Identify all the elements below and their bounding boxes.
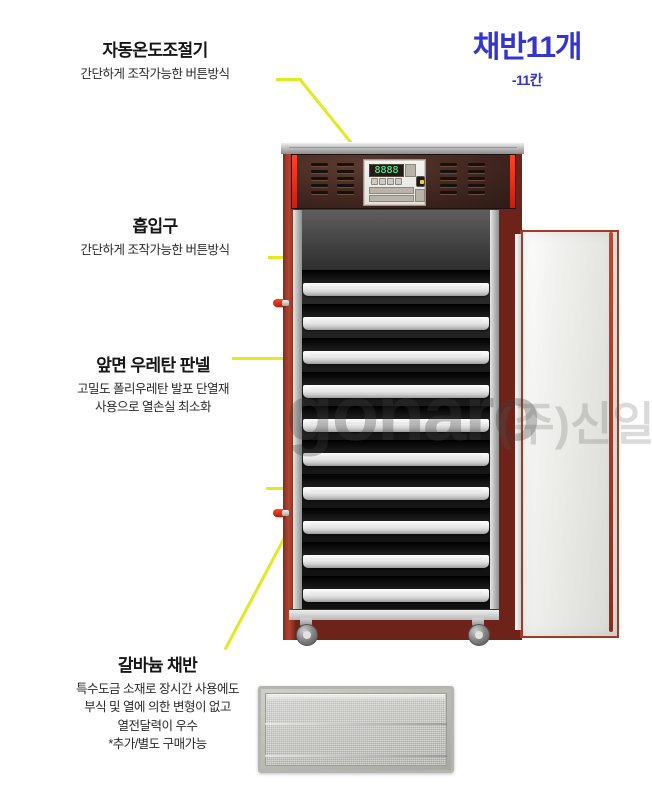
vent-slot — [337, 177, 354, 180]
vent-group-left-b — [337, 163, 354, 194]
vent-slot — [440, 177, 457, 180]
caster-bracket — [300, 618, 312, 626]
caster-wheel-right — [468, 618, 490, 646]
tray-shelf[interactable] — [303, 283, 489, 296]
tray-shelf[interactable] — [303, 317, 489, 330]
interior-back-wall — [293, 210, 499, 272]
headline-sub-text: -11칸 — [511, 72, 543, 88]
tray-shelf[interactable] — [303, 521, 489, 534]
side-indicator — [415, 189, 425, 202]
caster-wheel-disc — [468, 624, 490, 646]
control-button[interactable] — [371, 178, 378, 185]
callout-sub-line: 특수도금 소재로 장시간 사용에도 — [76, 682, 239, 697]
vent-slot — [468, 163, 485, 166]
tray-cross-band — [265, 755, 447, 757]
cabinet-door-open[interactable] — [520, 230, 619, 638]
headline-block: 채반11개 -11칸 — [432, 33, 622, 90]
vent-slot — [311, 177, 328, 180]
door-latch-upper[interactable] — [273, 299, 289, 307]
cabinet-top-trim — [289, 147, 517, 148]
callout-front-urethane-panel: 앞면 우레탄 판넬 고밀도 폴리우레탄 발포 단열재 사용으로 열손실 최소화 — [18, 355, 288, 417]
product-photo-tray — [258, 686, 454, 773]
vent-slot — [311, 170, 328, 173]
caster-wheel-disc — [296, 624, 318, 646]
callout-sub-line: *추가/별도 구매가능 — [108, 736, 207, 751]
power-knob[interactable] — [416, 176, 425, 187]
temperature-controller-module[interactable]: 8888 — [363, 159, 426, 206]
vent-slot — [337, 191, 354, 194]
panel-red-edge-left — [292, 155, 297, 208]
callout-sub-line: 열전달력이 우수 — [117, 718, 198, 733]
door-latch-lower[interactable] — [273, 509, 289, 517]
cabinet-interior — [293, 210, 499, 609]
vent-slot — [468, 170, 485, 173]
vent-group-right-a — [440, 163, 457, 194]
vent-slot — [337, 163, 354, 166]
callout-air-intake: 흡입구 간단하게 조작가능한 버튼방식 — [20, 216, 290, 259]
vent-slot — [337, 184, 354, 187]
callout-sub-line: 간단하게 조작가능한 버튼방식 — [80, 67, 230, 82]
control-button[interactable] — [379, 178, 386, 185]
control-button[interactable] — [387, 178, 394, 185]
tray-shelf[interactable] — [303, 487, 489, 500]
display-side-strip — [405, 164, 416, 177]
vent-slot — [311, 184, 328, 187]
callout-sub-urethane: 고밀도 폴리우레탄 발포 단열재 사용으로 열손실 최소화 — [18, 380, 288, 416]
control-panel: 8888 — [291, 154, 516, 209]
vent-slot — [468, 191, 485, 194]
tray-shelf[interactable] — [303, 453, 489, 466]
interior-wall-left — [293, 210, 302, 609]
callout-sub-line: 사용으로 열손실 최소화 — [95, 400, 211, 415]
label-strip — [369, 187, 414, 194]
callout-title-air-intake: 흡입구 — [132, 217, 178, 236]
leader-line-auto-temp-h — [276, 78, 302, 81]
callout-galvalume-tray: 갈바늄 채반 특수도금 소재로 장시간 사용에도 부식 및 열에 의한 변형이 … — [15, 655, 300, 753]
vent-slot — [440, 184, 457, 187]
callout-sub-line: 부식 및 열에 의한 변형이 없고 — [84, 700, 231, 715]
callout-title-urethane: 앞면 우레탄 판넬 — [96, 356, 210, 375]
label-strip — [369, 195, 414, 202]
tray-shelf[interactable] — [303, 351, 489, 364]
vent-slot — [468, 184, 485, 187]
tray-mesh-surface — [265, 693, 447, 766]
tray-cross-band — [265, 723, 447, 725]
callout-auto-temp-controller: 자동온도조절기 간단하게 조작가능한 버튼방식 — [20, 40, 290, 83]
vent-slot — [337, 170, 354, 173]
cabinet-base-strip — [289, 610, 499, 620]
caster-wheel-left — [296, 618, 318, 646]
door-hinge-edge — [609, 232, 613, 632]
vent-slot — [440, 163, 457, 166]
callout-sub-galvalume: 특수도금 소재로 장시간 사용에도 부식 및 열에 의한 변형이 없고 열전달력… — [15, 680, 300, 753]
cabinet-top-cap — [281, 142, 524, 154]
vent-slot — [311, 191, 328, 194]
tray-shelf[interactable] — [303, 385, 489, 398]
leader-line-air-intake-h — [268, 256, 290, 259]
vent-slot — [440, 191, 457, 194]
vent-group-left-a — [311, 163, 328, 194]
callout-sub-air-intake: 간단하게 조작가능한 버튼방식 — [20, 241, 290, 259]
vent-group-right-b — [468, 163, 485, 194]
vent-slot — [311, 163, 328, 166]
headline-main-text: 채반11개 — [472, 31, 583, 64]
callout-sub-auto-temp: 간단하게 조작가능한 버튼방식 — [20, 65, 290, 83]
callout-title-auto-temp: 자동온도조절기 — [102, 41, 208, 60]
tray-shelf[interactable] — [303, 419, 489, 432]
interior-wall-right — [490, 210, 499, 609]
product-photo-cabinet: 8888 — [273, 142, 524, 646]
vent-slot — [440, 170, 457, 173]
tray-top-highlight — [267, 694, 445, 701]
callout-sub-line: 고밀도 폴리우레탄 발포 단열재 — [77, 382, 229, 397]
tray-shelf[interactable] — [303, 555, 489, 568]
vent-slot — [468, 177, 485, 180]
callout-sub-line: 간단하게 조작가능한 버튼방식 — [80, 243, 230, 258]
control-button[interactable] — [395, 178, 402, 185]
door-inner-edge — [515, 234, 521, 630]
led-display: 8888 — [369, 164, 404, 177]
callout-title-galvalume: 갈바늄 채반 — [117, 656, 198, 675]
panel-red-edge-right — [510, 155, 515, 208]
caster-bracket — [472, 618, 484, 626]
tray-shelf[interactable] — [303, 589, 489, 602]
led-digit-value: 8888 — [374, 164, 399, 176]
